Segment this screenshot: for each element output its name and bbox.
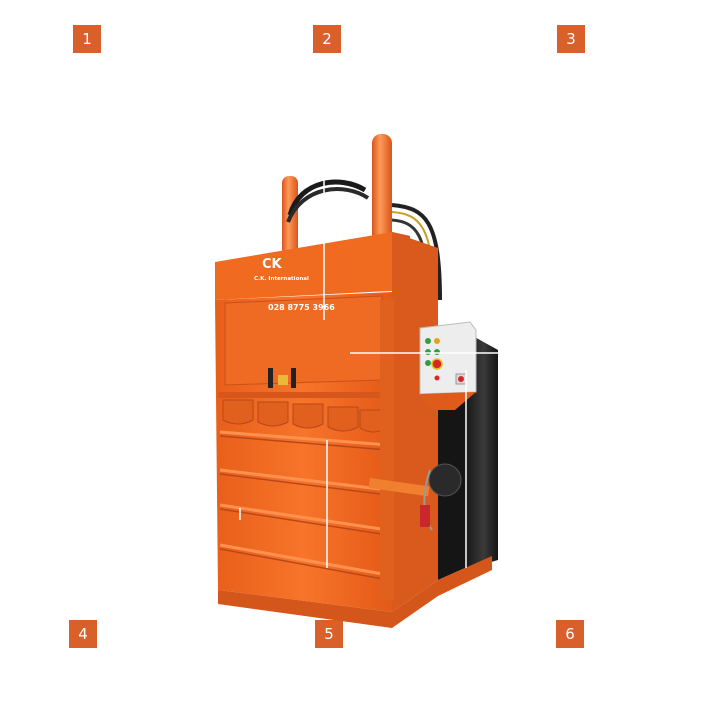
control-panel [419, 321, 477, 410]
hotspot-1[interactable]: 1 [73, 25, 101, 53]
hydraulic-post-right [372, 134, 392, 252]
hotspot-5[interactable]: 5 [315, 620, 343, 648]
hotspot-3[interactable]: 3 [557, 25, 585, 53]
leader-lines [239, 180, 500, 568]
hotspot-4[interactable]: 4 [69, 620, 97, 648]
phone-number: 028 8775 3966 [268, 303, 335, 312]
hotspot-6[interactable]: 6 [556, 620, 584, 648]
brand-name: C.K. International [254, 276, 309, 282]
brand-logo: CK [262, 257, 283, 272]
hotspot-2[interactable]: 2 [313, 25, 341, 53]
